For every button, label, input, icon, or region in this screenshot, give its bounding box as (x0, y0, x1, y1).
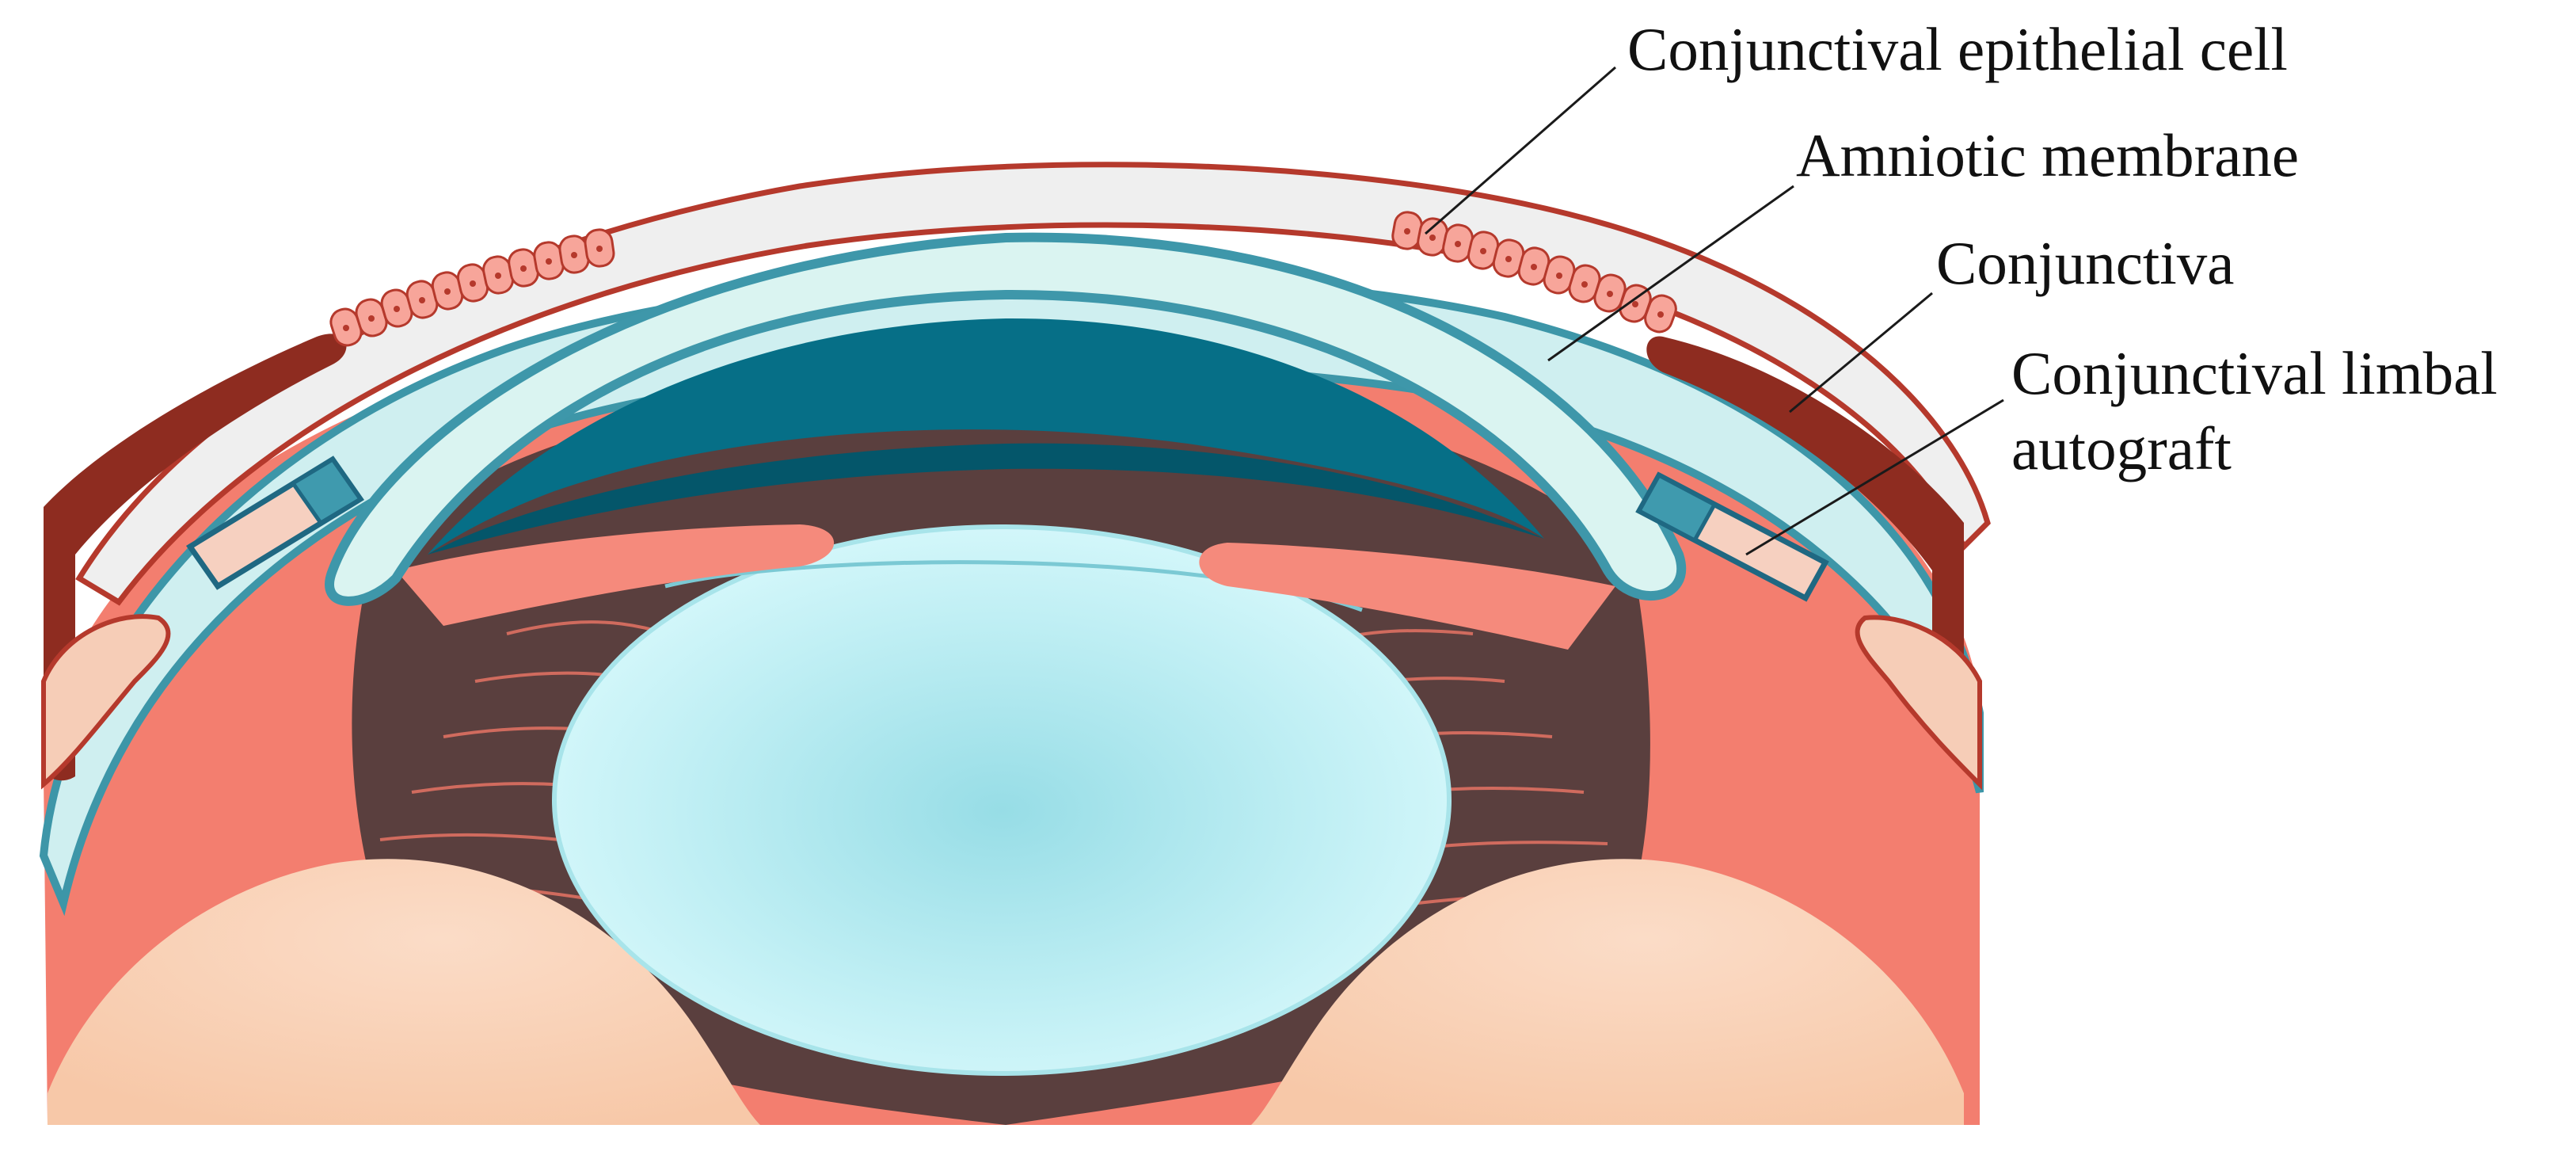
epithelial-cell-nuclei (343, 228, 1664, 331)
label-autograft: autograft (2011, 414, 2232, 482)
lower-left-skin (48, 859, 760, 1125)
lid-margin-right (1855, 615, 1982, 791)
lid-margin-left (41, 614, 171, 790)
leader-conjunctiva (1789, 292, 1933, 414)
leader-epithelial-cell (1425, 66, 1616, 235)
limbal-autograft-left (185, 456, 365, 590)
leader-amniotic-membrane (1547, 185, 1794, 362)
chamber-dark-band (428, 443, 1544, 555)
label-conjunctival-epithelial-cell: Conjunctival epithelial cell (1627, 15, 2288, 83)
conjunctiva-left (44, 334, 347, 781)
lower-right-skin (1251, 859, 1964, 1125)
anterior-chamber (428, 318, 1544, 555)
leader-limbal-autograft (1745, 398, 2004, 556)
label-conjunctiva: Conjunctiva (1936, 229, 2234, 297)
cornea (325, 232, 1687, 606)
conjunctiva-right (1646, 336, 1964, 718)
iris-right-fringe (1199, 543, 1615, 650)
limbal-autograft-right (1635, 471, 1829, 602)
crystalline-lens (552, 524, 1452, 1076)
label-conjunctival-limbal: Conjunctival limbal (2011, 339, 2498, 407)
iris-left-fringe (396, 524, 835, 626)
label-amniotic-membrane: Amniotic membrane (1796, 121, 2299, 189)
